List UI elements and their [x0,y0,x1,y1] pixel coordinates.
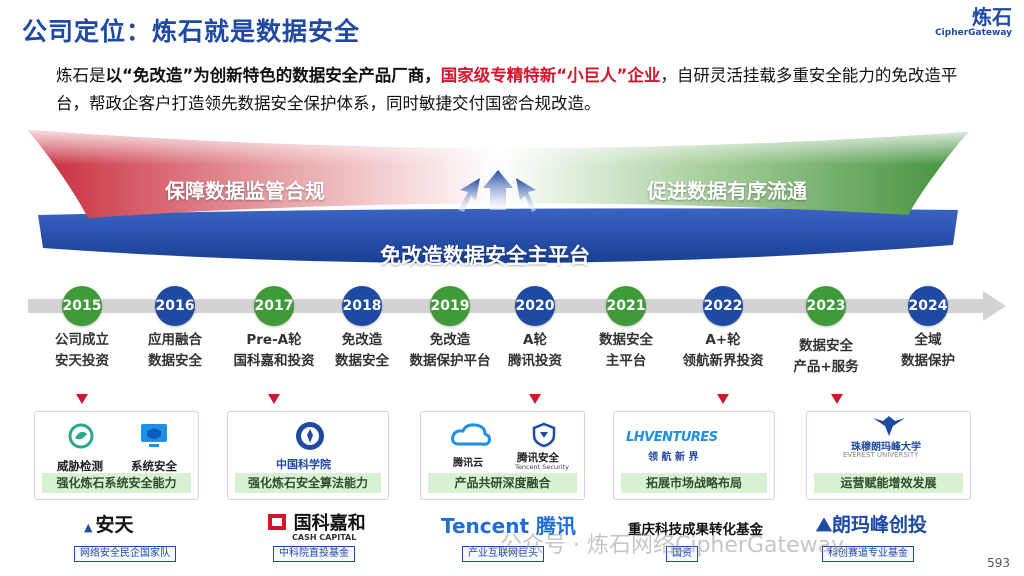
watermark: 公众号 · 炼石网络CipherGateway [500,533,845,558]
event-2018: 免改造数据安全 [335,332,389,369]
logo-en: CipherGateway [935,28,1012,38]
banner-right-text: 促进数据有序流通 [647,179,807,203]
banner-platform-text: 免改造数据安全主平台 [380,244,590,268]
year-2018: 2018 [342,286,382,326]
partner-qomolangma: ⛰朗玛峰创投 [816,514,927,536]
casc-logo-icon [268,514,286,530]
card-caption: 产品共研深度融合 [428,473,577,493]
intro-part-2: 以“免改造”为创新特色的数据安全产品厂商， [105,66,441,85]
logo-cn: 炼石 [972,5,1012,29]
threat-detection-icon [68,423,94,449]
event-2015: 公司成立安天投资 [55,332,109,369]
arrow-up-right-icon [516,178,536,212]
lhventures-logo-sub: 领 航 新 界 [648,452,699,463]
page-number: 593 [987,556,1010,570]
intro-part-3: 国家级专精特新“小巨人”企业 [440,66,661,85]
card-lhventures: LHVENTURES 领 航 新 界 拓展市场战略布局 [613,411,775,500]
event-2017: Pre-A轮国科嘉和投资 [233,332,315,369]
event-2024: 全域数据保护 [901,332,955,369]
lhventures-logo-text: LHVENTURES [626,430,718,445]
system-security-icon [141,424,167,447]
year-2024: 2024 [908,286,948,326]
intro-part-4: ，自研灵活挂载多重安全能力的免改造平台，帮政企客户打造领先数据安全保护体系，同时… [56,66,958,113]
label-tencent-security: 腾讯安全 [517,452,559,464]
year-2017: 2017 [254,286,294,326]
partner-antiy-tag: 网络安全民企国家队 [74,546,176,562]
event-2016: 应用融合数据安全 [148,332,202,369]
year-2021: 2021 [606,286,646,326]
year-2020: 2020 [515,286,555,326]
partner-tencent: Tencent 腾讯 [441,514,576,538]
partner-casc: 国科嘉和 CASH CAPITAL [266,509,366,542]
event-2022: A+轮领航新界投资 [682,332,764,369]
label-system-security: 系统安全 [131,459,177,473]
partner-cq-tag: 国资 [666,546,698,562]
card-caption: 拓展市场战略布局 [621,473,767,493]
card-everest: 珠穆朗玛峰大学 EVEREST UNIVERSITY 运营赋能增效发展 [806,411,971,500]
card-tencent: 腾讯云 腾讯安全 Tencent Security 产品共研深度融合 [420,411,585,500]
tencent-security-icon [532,422,556,448]
cas-logo-text: 中国科学院 [276,458,331,471]
intro-paragraph: 炼石是以“免改造”为创新特色的数据安全产品厂商，国家级专精特新“小巨人”企业，自… [56,62,986,118]
tencent-cloud-icon [451,423,491,446]
antiy-mark-icon: ▲ [84,521,93,534]
event-2021: 数据安全主平台 [599,332,653,369]
partner-casc-tag: 中科院直投基金 [273,546,355,562]
intro-part-1: 炼石是 [56,66,106,85]
label-threat-detection: 威胁检测 [57,459,103,473]
cas-emblem-icon [296,422,324,450]
eagle-emblem-icon [873,416,905,436]
everest-logo-text: 珠穆朗玛峰大学 [851,442,921,453]
card-caption: 运营赋能增效发展 [814,473,963,493]
year-2016: 2016 [155,286,195,326]
card-caption: 强化炼石安全算法能力 [235,473,381,493]
partner-cq-fund: 重庆科技成果转化基金 [628,522,763,538]
platform-banner-graphic [28,130,968,264]
banner-left-text: 保障数据监管合规 [165,179,325,203]
year-2023: 2023 [806,286,846,326]
year-2022: 2022 [703,286,743,326]
down-marker-icon [717,394,729,404]
event-2019: 免改造数据保护平台 [409,332,491,369]
card-cas: 中国科学院 强化炼石安全算法能力 [227,411,389,500]
event-2023: 数据安全产品+服务 [793,338,859,375]
label-tencent-cloud: 腾讯云 [453,458,483,469]
card-antiy: 威胁检测 系统安全 强化炼石系统安全能力 [34,411,199,500]
down-marker-icon [268,394,280,404]
partner-antiy: ▲安天 [84,514,134,536]
year-2019: 2019 [430,286,470,326]
down-marker-icon [529,394,541,404]
qomolangma-mark-icon: ⛰ [816,514,832,536]
partner-tencent-tag: 产业互联网巨头 [462,546,544,562]
arrow-up-icon [483,170,513,210]
year-2015: 2015 [62,286,102,326]
label-tencent-security-en: Tencent Security [515,463,569,471]
arrow-up-left-icon [458,178,480,212]
page-title: 公司定位：炼石就是数据安全 [22,17,361,46]
down-marker-icon [831,394,843,404]
company-logo: 炼石 CipherGateway [935,6,1012,38]
event-2020: A轮腾讯投资 [508,332,562,369]
down-marker-icon [76,394,88,404]
card-caption: 强化炼石系统安全能力 [42,473,191,493]
everest-logo-sub: EVEREST UNIVERSITY [843,451,919,459]
partner-qomolangma-tag: 科创赛道专业基金 [822,546,914,562]
